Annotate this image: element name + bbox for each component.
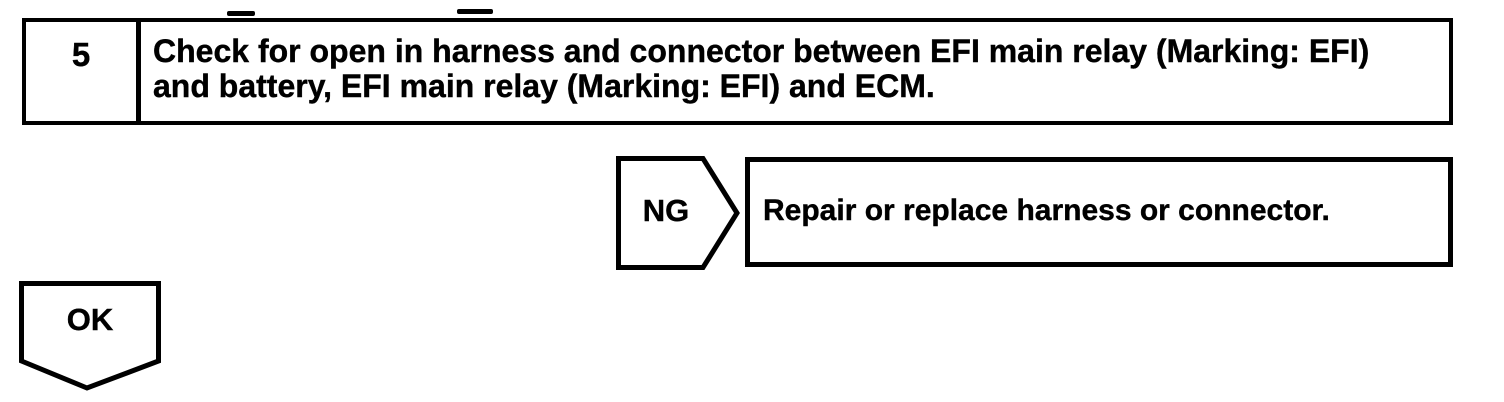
step-number: 5	[71, 36, 91, 73]
step-box: 5 Check for open in harness and connecto…	[22, 18, 1453, 125]
ok-label: OK	[66, 302, 114, 337]
ok-pentagon-icon	[19, 281, 161, 391]
scan-artifact	[457, 9, 493, 14]
ng-action-text: Repair or replace harness or connector.	[763, 193, 1330, 227]
step-instruction: Check for open in harness and connector …	[141, 22, 1449, 121]
step-number-cell: 5	[26, 22, 141, 121]
ng-pentagon-icon	[616, 156, 740, 270]
ok-branch-connector: OK	[19, 281, 161, 391]
ng-action-box: Repair or replace harness or connector.	[745, 157, 1453, 267]
step-instruction-line-1: Check for open in harness and connector …	[153, 33, 1370, 69]
scan-artifact	[227, 11, 255, 16]
ng-branch-connector: NG	[616, 156, 740, 270]
ng-label: NG	[642, 192, 690, 228]
step-instruction-line-2: and battery, EFI main relay (Marking: EF…	[153, 68, 935, 104]
